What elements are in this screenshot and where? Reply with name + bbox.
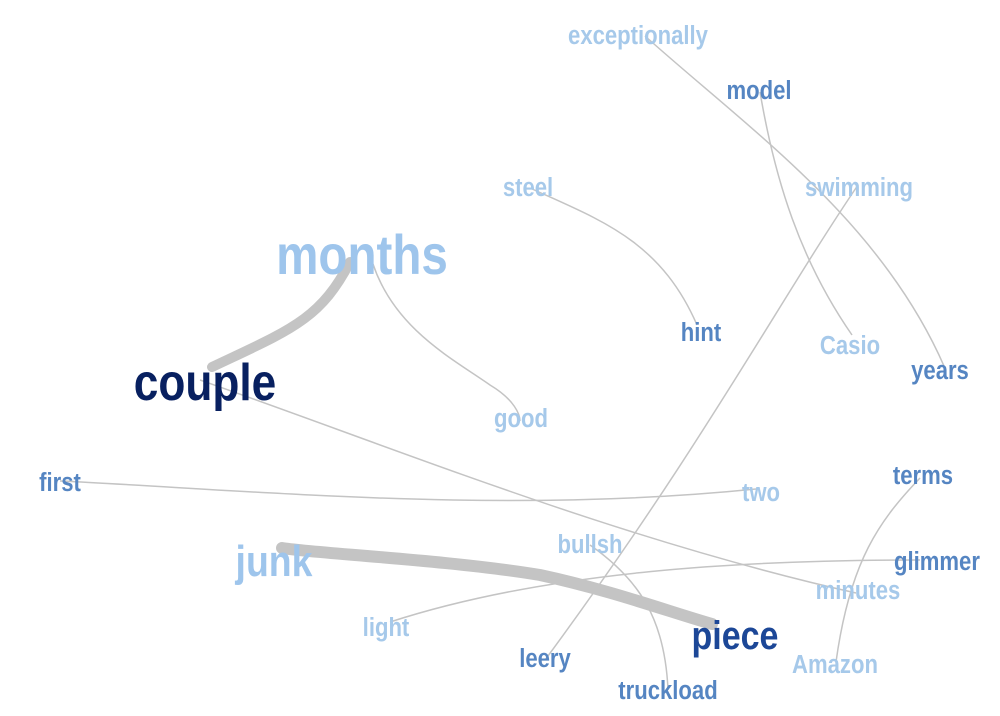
word-piece: piece — [692, 612, 779, 657]
word-couple: couple — [134, 354, 276, 412]
word-layer: exceptionally model steel swimming month… — [39, 21, 980, 705]
edge-terms-amazon — [835, 477, 921, 663]
word-swimming: swimming — [805, 173, 913, 202]
word-glimmer: glimmer — [894, 547, 980, 576]
edge-junk-piece — [276, 542, 718, 630]
word-hint: hint — [681, 318, 721, 347]
edge-steel-hint — [529, 187, 698, 326]
edge-couple-minutes — [199, 379, 857, 594]
word-first: first — [39, 468, 81, 497]
word-junk: junk — [235, 536, 313, 586]
word-leery: leery — [519, 644, 571, 673]
word-model: model — [726, 76, 791, 105]
word-truckload: truckload — [618, 676, 717, 705]
edge-months-good — [372, 263, 521, 422]
word-two: two — [742, 478, 780, 507]
word-light: light — [363, 613, 410, 642]
edge-glimmer-light — [389, 559, 921, 623]
word-steel: steel — [503, 173, 553, 202]
word-good: good — [494, 404, 548, 433]
edge-couple-months — [207, 257, 355, 372]
edge-bullsh-truckload — [589, 544, 669, 691]
edge-layer — [59, 35, 945, 691]
edge-exceptionally-years — [644, 35, 945, 367]
word-exceptionally: exceptionally — [568, 21, 708, 50]
edge-model-casio — [759, 91, 853, 336]
word-terms: terms — [893, 461, 953, 490]
word-months: months — [276, 224, 448, 286]
word-years: years — [911, 356, 969, 385]
edge-first-two — [59, 480, 757, 502]
word-minutes: minutes — [816, 576, 901, 605]
word-amazon: Amazon — [792, 650, 878, 679]
word-bullsh: bullsh — [557, 530, 622, 559]
word-casio: Casio — [820, 331, 880, 360]
